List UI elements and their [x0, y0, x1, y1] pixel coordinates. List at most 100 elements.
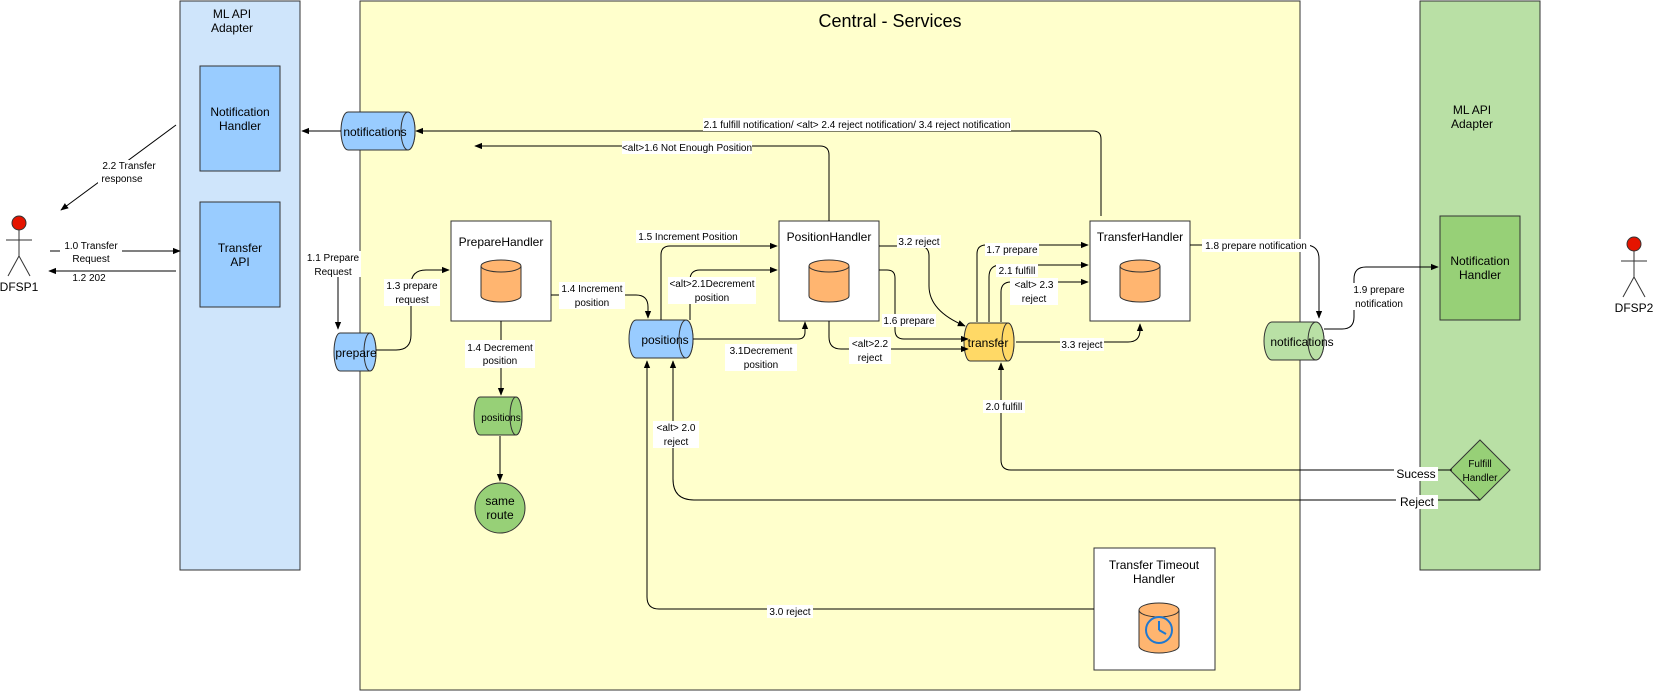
dfsp1-head — [11, 215, 27, 231]
label-1-1-b: Request — [314, 267, 351, 278]
prepare-db-icon — [480, 259, 522, 303]
label-1-3-b: request — [395, 295, 429, 306]
dfsp2-label: DFSP2 — [1615, 301, 1654, 315]
label-success: Sucess — [1396, 467, 1435, 481]
label-1-7: 1.7 prepare — [986, 245, 1038, 256]
clock-db-icon — [1138, 602, 1180, 654]
label-1-6-alt: <alt>1.6 Not Enough Position — [622, 143, 752, 154]
edge-2-1-notif — [415, 127, 1102, 216]
edge-2-0-fulfill — [997, 362, 1452, 471]
notifications-right-label: notifications — [1270, 335, 1333, 349]
same-route-node[interactable]: same route — [474, 482, 526, 534]
transfer-api[interactable] — [199, 201, 281, 308]
same-route-label-2: route — [486, 508, 514, 522]
right-notification-label-2: Handler — [1459, 268, 1501, 282]
edge-1-4-inc — [551, 294, 652, 319]
edge-1-6 — [879, 269, 969, 343]
transfer-timeout-handler[interactable]: Transfer Timeout Handler — [1093, 547, 1216, 671]
prepare-handler-label: PrepareHandler — [459, 235, 544, 249]
label-2-0-alt-a: <alt> 2.0 — [657, 423, 696, 434]
label-2-2-alt-b: reject — [858, 353, 883, 364]
label-1-4-inc-a: 1.4 Increment — [561, 284, 622, 295]
fulfill-handler-label-1: Fulfill — [1468, 459, 1491, 470]
transfer-api-label-1: Transfer — [218, 241, 262, 255]
label-1-4-dec-b: position — [483, 356, 517, 367]
transfer-topic[interactable]: transfer — [963, 322, 1015, 362]
label-1-0-a: 1.0 Transfer — [64, 241, 118, 252]
edge-1-5 — [660, 242, 778, 320]
dfsp1-label: DFSP1 — [0, 280, 39, 294]
label-1-2: 1.2 202 — [72, 273, 106, 284]
label-2-0-alt-b: reject — [664, 437, 689, 448]
transfer-topic-label: transfer — [968, 336, 1009, 350]
positions-topic-blue[interactable]: positions — [628, 319, 694, 359]
same-route-label-1: same — [485, 494, 515, 508]
timeout-label-2: Handler — [1133, 572, 1175, 586]
transfer-api-label-2: API — [230, 255, 249, 269]
left-adapter-title-1: ML API — [213, 7, 251, 21]
label-1-9-a: 1.9 prepare — [1353, 285, 1405, 296]
label-1-0-b: Request — [72, 254, 109, 265]
label-2-1-notif: 2.1 fulfill notification/ <alt> 2.4 reje… — [704, 120, 1011, 131]
edge-2-0-reject — [669, 360, 1480, 501]
label-2-3-b: reject — [1022, 294, 1047, 305]
label-1-8: 1.8 prepare notification — [1205, 241, 1307, 252]
label-3-0: 3.0 reject — [769, 607, 810, 618]
edge-3-1-dec — [693, 321, 809, 340]
label-2-2-alt-a: <alt>2.2 — [852, 339, 889, 350]
positions-blue-label: positions — [641, 333, 688, 347]
label-1-9-b: notification — [1355, 299, 1403, 310]
label-1-4-dec-a: 1.4 Decrement — [467, 343, 533, 354]
dfsp2-head — [1626, 236, 1642, 252]
label-2-3-a: <alt> 2.3 — [1015, 280, 1054, 291]
edge-1-3 — [376, 266, 450, 351]
prepare-topic-label: prepare — [335, 346, 377, 360]
label-1-5: 1.5 Increment Position — [638, 232, 738, 243]
dfsp1-actor — [6, 215, 32, 277]
dfsp2-actor — [1621, 236, 1647, 298]
edge-1-6-alt — [474, 142, 830, 221]
transfer-db-icon — [1119, 259, 1161, 303]
label-1-4-inc-b: position — [575, 298, 609, 309]
transfer-handler[interactable]: TransferHandler — [1089, 220, 1191, 322]
label-1-6: 1.6 prepare — [883, 316, 935, 327]
right-adapter-title-2: Adapter — [1451, 117, 1493, 131]
notifications-topic-left[interactable]: notifications — [340, 111, 416, 151]
label-3-3: 3.3 reject — [1061, 340, 1102, 351]
right-notification-label-1: Notification — [1450, 254, 1509, 268]
label-2-1-dec-b: position — [695, 293, 729, 304]
left-notification-handler[interactable] — [199, 65, 281, 172]
fulfill-handler-label-2: Handler — [1462, 473, 1498, 484]
label-3-1-a: 3.1Decrement — [730, 346, 793, 357]
positions-topic-green[interactable]: positions — [473, 396, 523, 436]
positions-green-label: positions — [481, 413, 520, 424]
label-2-2-a: 2.2 Transfer — [102, 161, 156, 172]
notifications-left-label: notifications — [343, 125, 406, 139]
position-handler[interactable]: PositionHandler — [778, 220, 880, 322]
prepare-topic[interactable]: prepare — [333, 332, 377, 372]
central-services-title: Central - Services — [818, 11, 961, 31]
edge-3-0 — [643, 360, 1094, 610]
left-adapter-title-2: Adapter — [211, 21, 253, 35]
label-3-1-b: position — [744, 360, 778, 371]
label-2-1-dec-a: <alt>2.1Decrement — [669, 279, 754, 290]
prepare-handler[interactable]: PrepareHandler — [450, 220, 552, 322]
transfer-handler-label: TransferHandler — [1097, 230, 1183, 244]
label-1-3-a: 1.3 prepare — [386, 281, 438, 292]
notifications-topic-right[interactable]: notifications — [1263, 321, 1334, 361]
edge-2-2-alt — [828, 321, 969, 353]
right-notification-handler[interactable] — [1439, 215, 1521, 321]
label-3-2: 3.2 reject — [898, 237, 939, 248]
edge-3-3 — [1016, 323, 1144, 343]
label-2-1-fulfill: 2.1 fulfill — [999, 266, 1036, 277]
timeout-label-1: Transfer Timeout — [1109, 558, 1200, 572]
label-2-2-b: response — [101, 174, 143, 185]
label-reject: Reject — [1400, 495, 1435, 509]
label-1-1-a: 1.1 Prepare — [307, 253, 360, 264]
left-notification-label-1: Notification — [210, 105, 269, 119]
left-notification-label-2: Handler — [219, 119, 261, 133]
right-adapter-title-1: ML API — [1453, 103, 1491, 117]
position-db-icon — [808, 259, 850, 303]
label-2-0-fulfill: 2.0 fulfill — [986, 402, 1023, 413]
